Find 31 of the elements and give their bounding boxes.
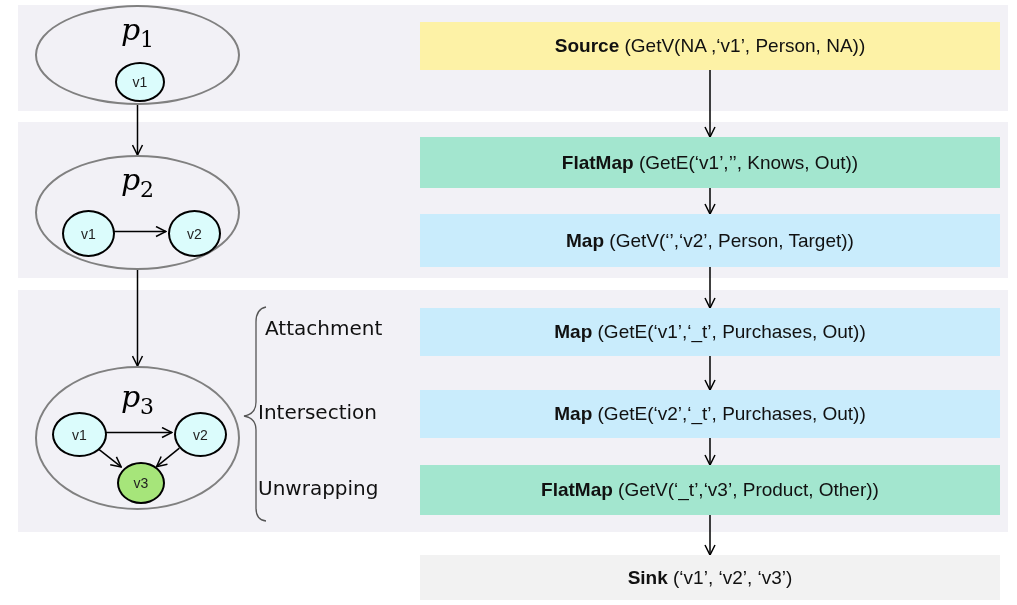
operator-box: Sink (‘v1’, ‘v2’, ‘v3’) bbox=[420, 555, 1000, 600]
phase-label: Attachment bbox=[265, 316, 383, 340]
vertex-label: v1 bbox=[72, 426, 87, 443]
vertex-label: v3 bbox=[133, 475, 149, 491]
operator-box: Source (GetV(NA ,‘v1’, Person, NA)) bbox=[420, 22, 1000, 70]
arrow bbox=[704, 437, 716, 466]
pattern-ellipse bbox=[35, 366, 240, 510]
arrow bbox=[155, 447, 181, 468]
arrow bbox=[704, 69, 716, 138]
arrow bbox=[704, 514, 716, 556]
vertex-label: v2 bbox=[193, 426, 208, 443]
operator-box: FlatMap (GetE(‘v1’,’’, Knows, Out)) bbox=[420, 137, 1000, 188]
phase-label: Intersection bbox=[258, 400, 377, 424]
arrow bbox=[131, 104, 144, 156]
operator-box: Map (GetE(‘v2’,‘_t’, Purchases, Out)) bbox=[420, 390, 1000, 438]
vertex-label: v2 bbox=[187, 225, 202, 242]
pattern-label: p$_{3}$ bbox=[120, 382, 155, 418]
pattern-label: p$_{1}$ bbox=[120, 15, 155, 51]
vertex-label: v1 bbox=[132, 74, 148, 90]
phase-label: Unwrapping bbox=[258, 476, 379, 500]
vertex-label: v1 bbox=[81, 225, 96, 242]
pattern-ellipse bbox=[35, 155, 240, 270]
arrow bbox=[704, 266, 716, 309]
arrow bbox=[704, 187, 716, 215]
operator-box: FlatMap (GetV(‘_t’,‘v3’, Product, Other)) bbox=[420, 465, 1000, 515]
pattern-ellipse bbox=[35, 5, 240, 105]
operator-box: Map (GetE(‘v1’,‘_t’, Purchases, Out)) bbox=[420, 308, 1000, 356]
arrow bbox=[704, 355, 716, 391]
pattern-label: p$_{2}$ bbox=[120, 165, 155, 201]
arrow bbox=[131, 269, 144, 367]
operator-box: Map (GetV(‘’,‘v2’, Person, Target)) bbox=[420, 214, 1000, 267]
